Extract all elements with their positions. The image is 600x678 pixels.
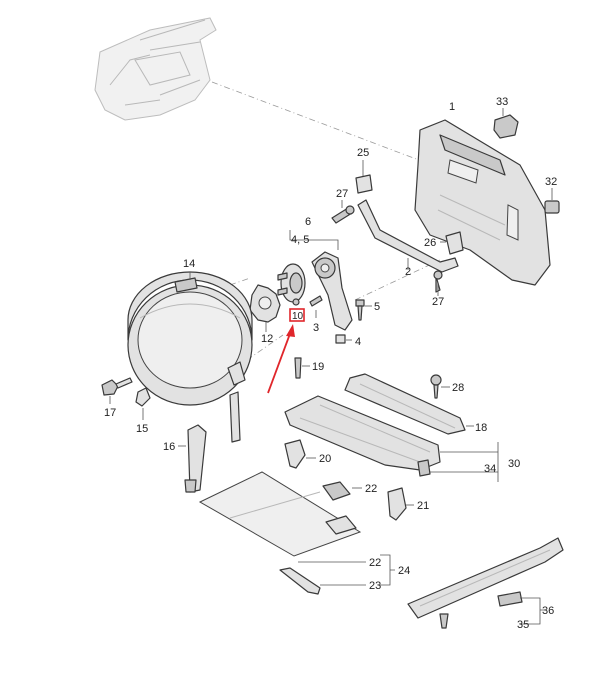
callout-1: 1 (449, 101, 455, 113)
hook-part-15 (135, 387, 151, 420)
callout-6: 6 (305, 216, 311, 228)
callout-32: 32 (545, 176, 557, 188)
callout-27-lower: 27 (432, 296, 444, 308)
callout-4-5: 4, 5 (291, 234, 309, 246)
callout-2: 2 (405, 266, 411, 278)
callout-15: 15 (136, 423, 148, 435)
callout-19: 19 (312, 361, 324, 373)
part-10-highlight: 10 (267, 308, 305, 394)
callout-35: 35 (517, 619, 529, 631)
sill-trim-part-36 (407, 537, 564, 629)
callout-27-upper: 27 (336, 188, 348, 200)
callout-labels: 1 2 3 4 5 6 4, 5 12 14 15 16 17 18 19 20… (104, 96, 557, 631)
screw-part-3 (309, 295, 323, 318)
mount-part-26 (440, 231, 464, 255)
callout-36: 36 (542, 605, 554, 617)
wheel-hub-disc (277, 263, 306, 303)
callout-10: 10 (292, 311, 304, 322)
clip-part-21 (387, 487, 414, 521)
strap-part-16 (178, 391, 241, 493)
callout-20: 20 (319, 453, 331, 465)
flange-part-12 (249, 284, 281, 332)
floor-rail-part-18 (344, 373, 474, 435)
highlight-box (289, 308, 305, 322)
cap-part-32 (544, 188, 560, 214)
assembly-guide-lines (211, 81, 441, 361)
callout-26: 26 (424, 237, 436, 249)
callout-16: 16 (163, 441, 175, 453)
callout-12: 12 (261, 333, 273, 345)
callout-21: 21 (417, 500, 429, 512)
group-bracket-24 (298, 554, 395, 586)
callout-34: 34 (484, 463, 496, 475)
holder-bracket-part-6 (289, 230, 353, 331)
bolt-part-5 (355, 299, 372, 321)
strut-rod-part-2 (357, 199, 459, 273)
washer-part-4 (335, 334, 352, 344)
highlight-arrow (267, 330, 292, 394)
foam-ring-part-14 (127, 271, 253, 406)
floor-mat (198, 471, 362, 557)
callout-22-lower: 22 (369, 557, 381, 569)
screw-part-27-lower (433, 270, 443, 296)
callout-14: 14 (183, 258, 195, 270)
callout-24: 24 (398, 565, 410, 577)
nut-part-10 (292, 298, 300, 306)
screw-part-28 (430, 374, 450, 399)
bracket-part-20 (284, 439, 316, 469)
side-trim-panel (414, 119, 551, 286)
screw-part-27-upper (331, 200, 355, 224)
block-part-22-upper (322, 481, 362, 501)
callout-23: 23 (369, 580, 381, 592)
highlight-arrowhead (286, 324, 295, 337)
fastener-part-17 (101, 377, 133, 404)
callout-3: 3 (313, 322, 319, 334)
clip-part-34 (417, 459, 431, 477)
callout-5: 5 (374, 301, 380, 313)
vehicle-rear-outline (94, 17, 217, 121)
callout-22-upper: 22 (365, 483, 377, 495)
callout-33: 33 (496, 96, 508, 108)
screw-part-19 (294, 357, 310, 379)
clip-part-33 (493, 108, 519, 139)
callout-18: 18 (475, 422, 487, 434)
hook-part-23 (279, 567, 366, 595)
callout-17: 17 (104, 407, 116, 419)
callout-4: 4 (355, 336, 361, 348)
floor-board-part-30 (284, 395, 499, 482)
callout-28: 28 (452, 382, 464, 394)
bracket-part-25 (355, 160, 373, 194)
callout-25: 25 (357, 147, 369, 159)
callout-30: 30 (508, 458, 520, 470)
